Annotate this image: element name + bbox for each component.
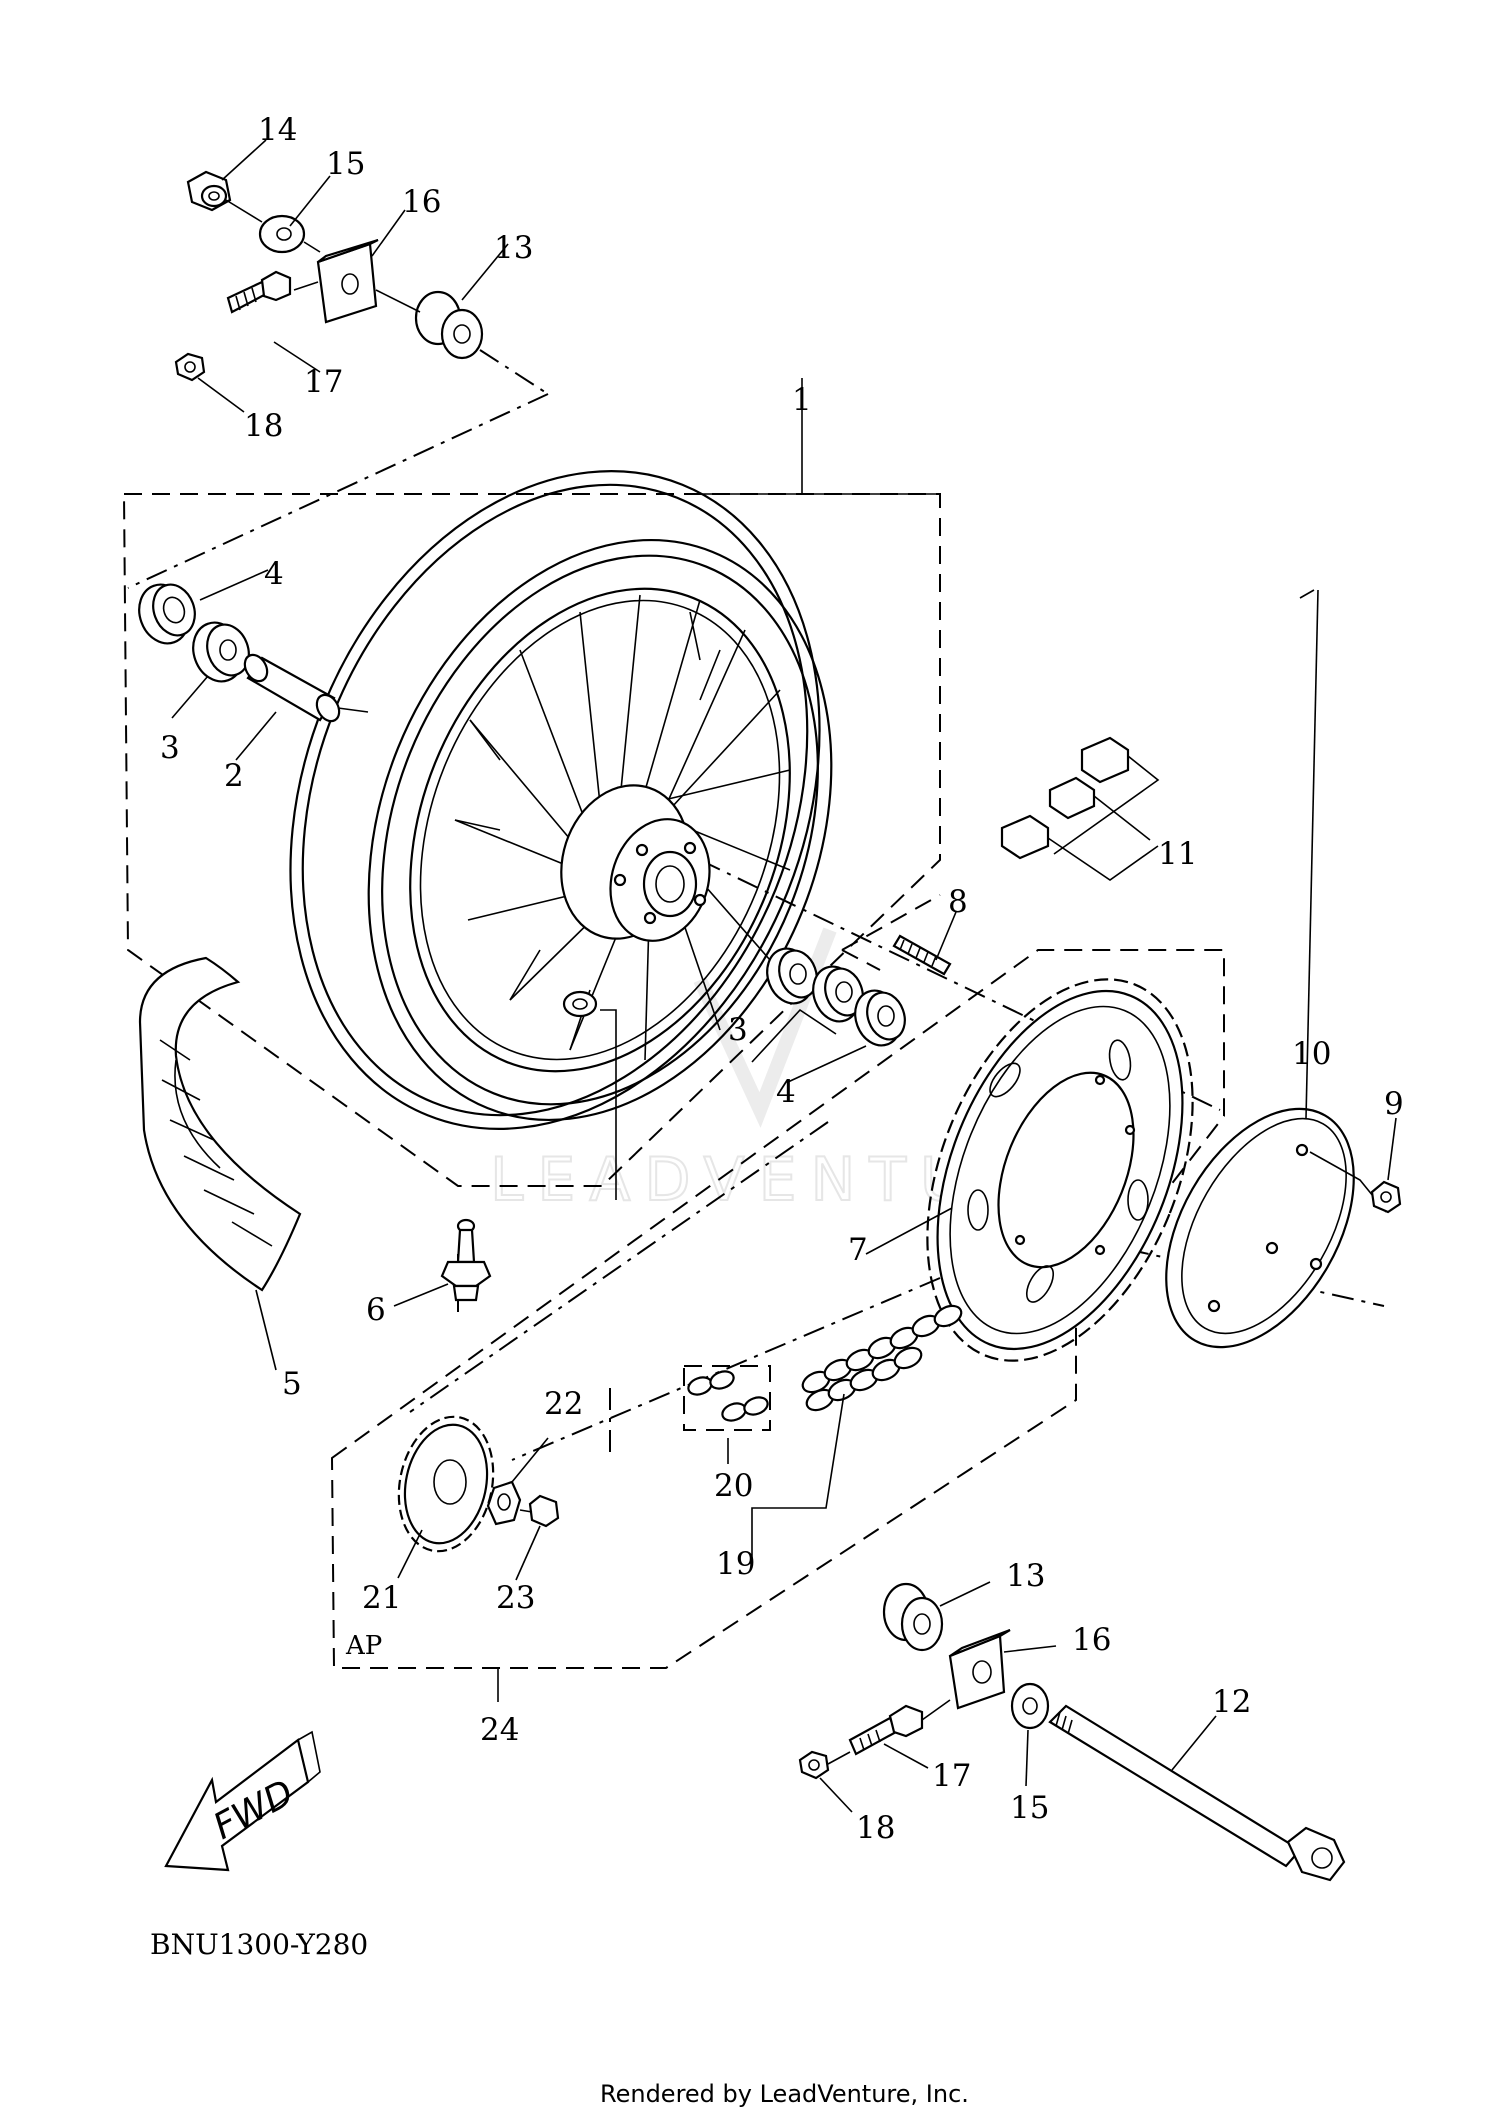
balance-weights-part-11 bbox=[1000, 736, 1160, 881]
callout-7: 7 bbox=[848, 1232, 868, 1268]
bottom-adjuster-group bbox=[798, 1581, 1346, 1882]
bolt-part-17-lower bbox=[848, 1699, 951, 1769]
bolt-part-17 bbox=[226, 270, 292, 314]
callout-16: 16 bbox=[402, 184, 441, 220]
tire-part-5 bbox=[138, 956, 302, 1371]
callout-2: 2 bbox=[224, 758, 244, 794]
drive-chain-part-19 bbox=[751, 1304, 963, 1560]
callout-4: 4 bbox=[264, 556, 284, 592]
diagram-code: BNU1300-Y280 bbox=[150, 1928, 368, 1961]
collar-part-13 bbox=[414, 290, 484, 360]
callout-13: 13 bbox=[494, 230, 533, 266]
callout-4-lower: 4 bbox=[776, 1074, 796, 1110]
footer-credit: Rendered by LeadVenture, Inc. bbox=[600, 2080, 969, 2108]
spacer-part-2 bbox=[235, 653, 369, 761]
callout-5: 5 bbox=[282, 1366, 302, 1402]
rear-sprocket-part-7 bbox=[865, 978, 1194, 1362]
rear-wheel bbox=[289, 470, 833, 1200]
bearing-part-4-lower bbox=[854, 989, 906, 1047]
callout-20: 20 bbox=[714, 1468, 753, 1504]
callout-3-lower: 3 bbox=[728, 1012, 748, 1048]
callout-21: 21 bbox=[362, 1580, 401, 1616]
callout-11: 11 bbox=[1158, 836, 1197, 872]
nut-part-9 bbox=[1370, 1117, 1402, 1214]
plate-part-16 bbox=[316, 238, 379, 324]
bolt-part-23 bbox=[515, 1494, 560, 1581]
collar-part-13-lower bbox=[882, 1581, 991, 1652]
callout-22: 22 bbox=[544, 1386, 583, 1422]
lock-washer-part-22 bbox=[486, 1437, 549, 1526]
callout-16-lower: 16 bbox=[1072, 1622, 1111, 1658]
bearing-part-4-upper bbox=[138, 569, 269, 645]
callout-1: 1 bbox=[792, 382, 812, 418]
callout-15-lower: 15 bbox=[1010, 1790, 1049, 1826]
washer-part-15 bbox=[258, 214, 306, 254]
ap-label: AP bbox=[345, 1631, 382, 1661]
nut-part-18-lower bbox=[798, 1750, 853, 1813]
callout-6: 6 bbox=[366, 1292, 386, 1328]
callout-labels: 14 15 16 13 17 18 1 4 3 2 11 8 3 4 10 9 … bbox=[160, 112, 1404, 1846]
plate-part-16-lower bbox=[948, 1628, 1057, 1710]
callout-14: 14 bbox=[258, 112, 297, 148]
wheel-assembly-box bbox=[122, 493, 941, 1187]
callout-17: 17 bbox=[304, 364, 343, 400]
axle-part-12 bbox=[1048, 1704, 1346, 1882]
washer-part-15-lower bbox=[1010, 1682, 1050, 1787]
callout-12: 12 bbox=[1212, 1684, 1251, 1720]
callout-19: 19 bbox=[716, 1546, 755, 1582]
callout-24: 24 bbox=[480, 1712, 519, 1748]
nut-part-18 bbox=[174, 352, 206, 382]
master-link-part-20 bbox=[683, 1365, 771, 1464]
callout-3: 3 bbox=[160, 730, 180, 766]
bearing-part-3-upper bbox=[171, 621, 250, 719]
nut-part-14 bbox=[186, 170, 232, 212]
top-adjuster-group bbox=[174, 139, 549, 413]
callout-9: 9 bbox=[1384, 1086, 1404, 1122]
front-sprocket-part-21 bbox=[397, 1415, 495, 1579]
stud-part-8 bbox=[841, 894, 957, 976]
bearing-part-3-lower bbox=[766, 947, 864, 1023]
forward-direction-arrow[interactable]: FWD bbox=[164, 1730, 321, 1872]
callout-15: 15 bbox=[326, 146, 365, 182]
callout-8: 8 bbox=[948, 884, 968, 920]
callout-17-lower: 17 bbox=[932, 1758, 971, 1794]
valve-part-6 bbox=[393, 1218, 492, 1307]
damper-plate-part-10 bbox=[1165, 589, 1387, 1349]
callout-23: 23 bbox=[496, 1580, 535, 1616]
callout-13-lower: 13 bbox=[1006, 1558, 1045, 1594]
callout-10: 10 bbox=[1292, 1036, 1331, 1072]
callout-18-lower: 18 bbox=[856, 1810, 895, 1846]
callout-18: 18 bbox=[244, 408, 283, 444]
